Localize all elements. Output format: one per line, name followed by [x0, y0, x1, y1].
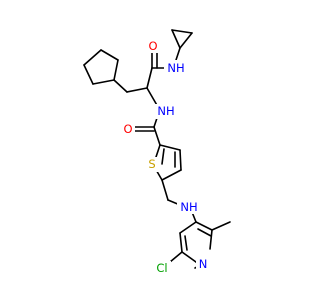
nh-label-linker: NH: [180, 200, 197, 214]
amide-middle: [134, 114, 161, 146]
structure-canvas: O NH NH O S NH N Cl: [83, 29, 231, 276]
nitrogen-label-pyridine: N: [199, 257, 208, 271]
nh-label-cyclopropyl: NH: [167, 61, 184, 75]
oxygen-label-mid: O: [123, 122, 132, 136]
oxygen-label-top: O: [148, 39, 157, 53]
molecule-structure: O NH NH O S NH N Cl: [83, 29, 231, 276]
nh-label-amide: NH: [157, 104, 174, 118]
cyclopropyl-ring: [171, 29, 193, 61]
chlorine-label: Cl: [156, 261, 167, 275]
thiophene-ring: [154, 144, 182, 181]
atom-labels: O NH NH O S NH N Cl: [121, 39, 210, 276]
aliphatic-chain: [113, 67, 159, 108]
sulfur-label: S: [148, 157, 155, 171]
cyclopentyl-ring: [83, 49, 119, 85]
